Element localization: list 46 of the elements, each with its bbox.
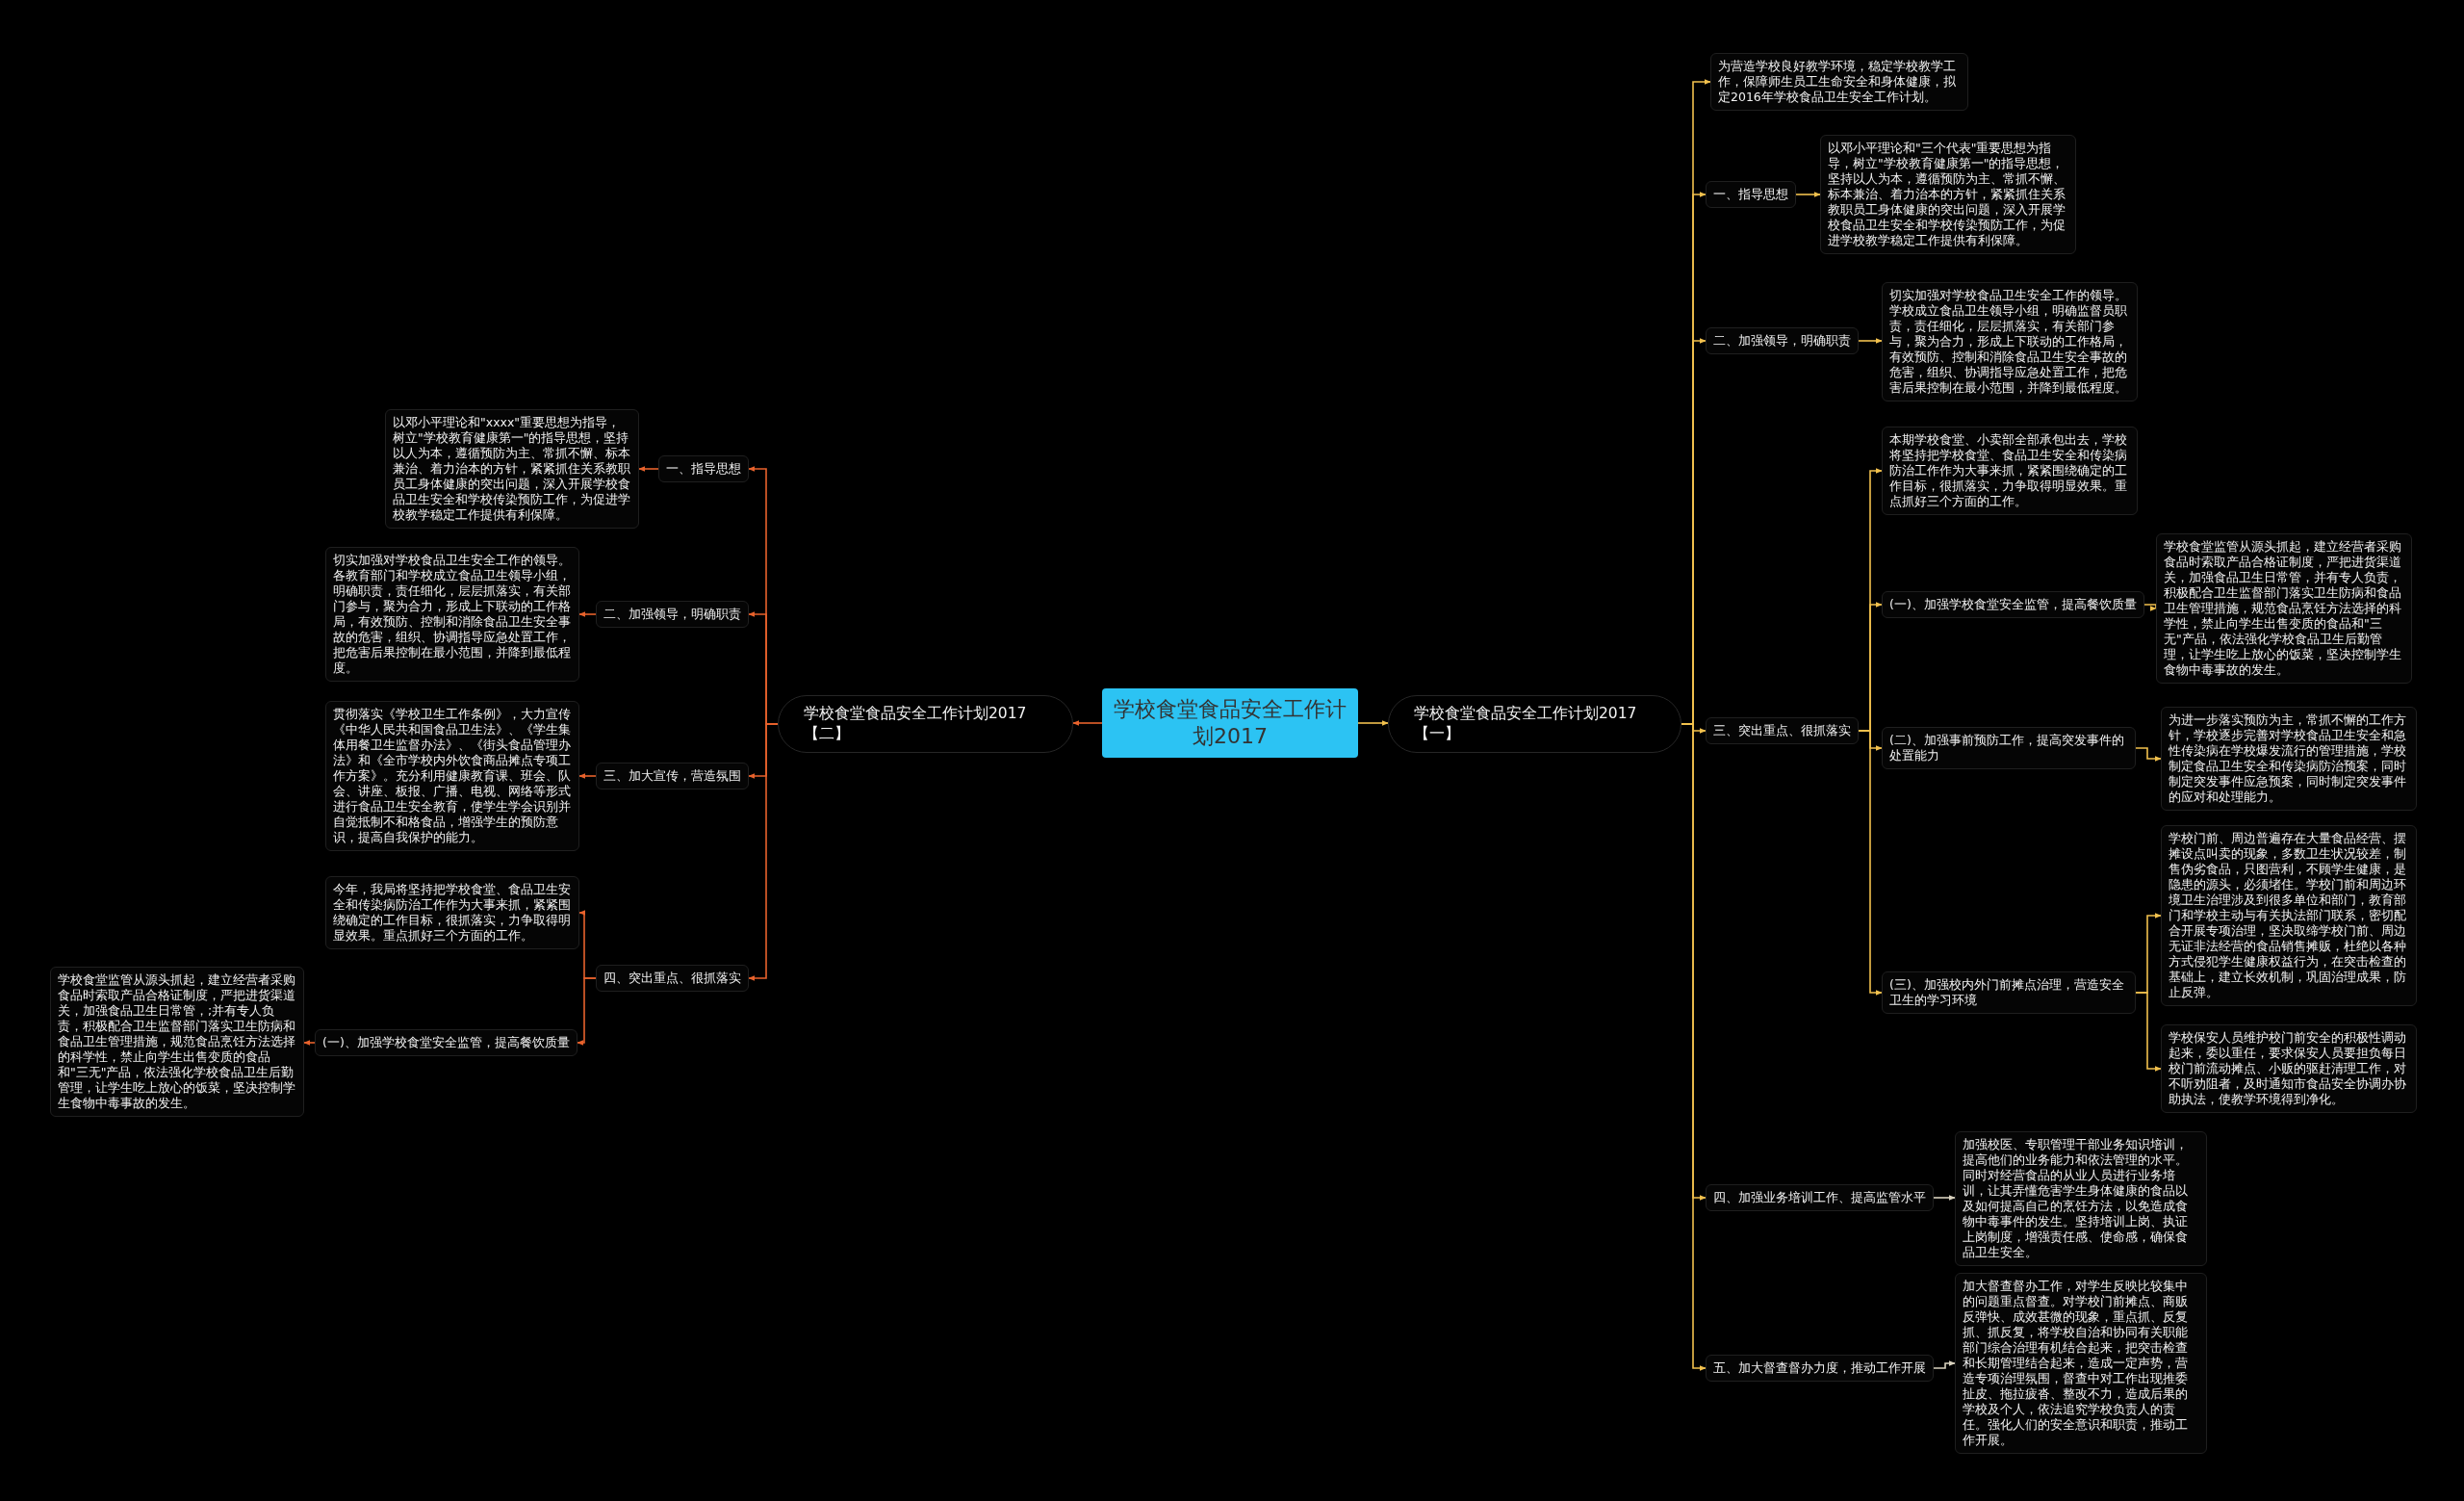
text-card: 为进一步落实预防为主，常抓不懈的工作方针，学校逐步完善对学校食品卫生安全和急性传染病在学校爆发流行的管理措施，学校制定食品卫生安全和传染病防治预案，同时制定突发事件应急预案，同时制定突发事件的应对和处理能力。 (2161, 707, 2417, 811)
text-card: 学校食堂监管从源头抓起，建立经营者采购食品时索取产品合格证制度，严把进货渠道关，加强食品卫生日常管，;并有专人负责，积极配合卫生监督部门落实卫生防病和食品卫生管理措施，规范食品烹饪方法选择的科学性，禁止向学生出售变质的食品和"三无"产品，依法强化学校食品卫生后勤管理，让学生吃上放心的饭菜，坚决控制学生食物中毒事故的发生。 (50, 967, 304, 1117)
text-card: 为营造学校良好教学环境，稳定学校教学工作，保障师生员工生命安全和身体健康，拟定2016年学校食品卫生安全工作计划。 (1710, 53, 1968, 111)
topic-label: (一)、加强学校食堂安全监管，提高餐饮质量 (1882, 591, 2144, 618)
text-card: 切实加强对学校食品卫生安全工作的领导。学校成立食品卫生领导小组，明确监督员职责，责任细化，层层抓落实，有关部门参与，聚为合力，形成上下联动的工作格局，有效预防、控制和消除食品卫生安全事故的危害，组织、协调指导应急处置工作，把危害后果控制在最小范围，并降到最低程度。 (1882, 282, 2138, 401)
text-card: 以邓小平理论和"xxxx"重要思想为指导，树立"学校教育健康第一"的指导思想，坚持以人为本，遵循预防为主、常抓不懈、标本兼治、着力治本的方针，紧紧抓住关系教职员工身体健康的突出问题，深入开展学校食品卫生安全和学校传染预防工作，为促进学校教学稳定工作提供有利保障。 (385, 409, 639, 529)
text-card: 本期学校食堂、小卖部全部承包出去，学校将坚持把学校食堂、食品卫生安全和传染病防治工作作为大事来抓，紧紧围绕确定的工作目标，很抓落实，力争取得明显效果。重点抓好三个方面的工作。 (1882, 427, 2138, 515)
topic-label: 三、加大宣传，营造氛围 (596, 763, 749, 789)
topic-label: 四、突出重点、很抓落实 (596, 965, 749, 992)
text-card: 以邓小平理论和"三个代表"重要思想为指导，树立"学校教育健康第一"的指导思想，坚持以人为本，遵循预防为主、常抓不懈、标本兼治、着力治本的方针，紧紧抓住关系教职员工身体健康的突出问题，深入开展学校食品卫生安全和学校传染预防工作，为促进学校教学稳定工作提供有利保障。 (1820, 135, 2076, 254)
connector-arrow (2135, 992, 2162, 1072)
connector-arrow (1933, 1360, 1956, 1369)
topic-label: 一、指导思想 (1706, 181, 1796, 208)
text-card: 加强校医、专职管理干部业务知识培训，提高他们的业务能力和依法管理的水平。同时对经营食品的从业人员进行业务培训，让其弄懂危害学生身体健康的食品以及如何提高自己的烹饪方法，以免造成食物中毒事件的发生。坚持培训上岗、执证上岗制度，增强责任感、使命感，确保食品卫生安全。 (1955, 1131, 2207, 1266)
text-card: 切实加强对学校食品卫生安全工作的领导。各教育部门和学校成立食品卫生领导小组，明确职责，责任细化，层层抓落实，有关部门参与，聚为合力，形成上下联动的工作格局，有效预防、控制和消除食品卫生安全事故的危害，组织、协调指导应急处置工作，把危害后果控制在最小范围，并降到最低程度。 (325, 547, 579, 682)
connector-arrow (1072, 720, 1103, 726)
connector-arrow (748, 723, 779, 981)
connector-arrow (1858, 338, 1883, 344)
text-card: 学校门前、周边普遍存在大量食品经营、摆摊设点叫卖的现象，多数卫生状况较差，制售伪劣食品，只图营利，不顾学生健康，是隐患的源头，必须堵住。学校门前和周边环境卫生治理涉及到很多单位和部门，教育部门和学校主动与有关执法部门联系，密切配合开展专项治理，坚决取缔学校门前、周边无证非法经营的食品销售摊贩，杜绝以各种方式侵犯学生健康权益行为，在突击检查的基础上，建立长效机制，巩固治理成果，防止反弹。 (2161, 825, 2417, 1006)
connector-arrow (577, 977, 597, 1046)
central-topic: 学校食堂食品安全工作计划2017 (1102, 688, 1358, 758)
connector-arrow (1795, 192, 1821, 197)
text-card: 学校食堂监管从源头抓起，建立经营者采购食品时索取产品合格证制度，严把进货渠道关，加强食品卫生日常管，并有专人负责，积极配合卫生监督部门落实卫生防病和食品卫生管理措施，规范食品烹饪方法选择的科学性，禁止向学生出售变质的食品和"三无"产品，依法强化学校食品卫生后勤管理，让学生吃上放心的饭菜，坚决控制学生食物中毒事故的发生。 (2156, 533, 2412, 684)
topic-label: (三)、加强校内外门前摊点治理，营造安全卫生的学习环境 (1882, 971, 2136, 1014)
connector-arrow (578, 773, 597, 779)
topic-label: (二)、加强事前预防工作，提高突发事件的处置能力 (1882, 727, 2136, 769)
topic-label: 三、突出重点、很抓落实 (1706, 717, 1859, 744)
connector-arrow (1933, 1195, 1956, 1201)
connector-arrow (1357, 720, 1389, 726)
connector-arrow (2135, 747, 2162, 762)
topic-label: 二、加强领导，明确职责 (596, 601, 749, 628)
text-card: 学校保安人员维护校门前安全的积极性调动起来，委以重任，要求保安人员要担负每日校门前流动摊点、小贩的驱赶清理工作，对不听劝阻者，及时通知市食品安全协调办协助执法，使教学环境得到净化。 (2161, 1024, 2417, 1113)
text-card: 今年，我局将坚持把学校食堂、食品卫生安全和传染病防治工作作为大事来抓，紧紧围绕确定的工作目标，很抓落实，力争取得明显效果。重点抓好三个方面的工作。 (325, 876, 579, 949)
branch-topic: 学校食堂食品安全工作计划2017【一】 (1388, 695, 1681, 753)
text-card: 贯彻落实《学校卫生工作条例》，大力宣传《中华人民共和国食品卫生法》、《学生集体用餐卫生监督办法》、《街头食品管理办法》和《全市学校内外饮食商品摊点专项工作方案》。充分利用健康教育课、班会、队会、讲座、板报、广播、电视、网络等形式进行食品卫生安全教育，使学生学会识别并自觉抵制不和格食品，增强学生的预防意识，提高自我保护的能力。 (325, 701, 579, 851)
topic-label: 一、指导思想 (658, 455, 749, 482)
topic-label: 五、加大督查督办力度，推动工作开展 (1706, 1355, 1934, 1382)
topic-label: 二、加强领导，明确职责 (1706, 327, 1859, 354)
topic-label: (一)、加强学校食堂安全监管，提高餐饮质量 (315, 1029, 578, 1056)
topic-label: 四、加强业务培训工作、提高监管水平 (1706, 1184, 1934, 1211)
connector-arrow (578, 611, 597, 617)
branch-topic: 学校食堂食品安全工作计划2017【二】 (778, 695, 1073, 753)
connector-arrow (638, 466, 659, 472)
text-card: 加大督查督办工作，对学生反映比较集中的问题重点督查。对学校门前摊点、商贩反弹快、成效甚微的现象，重点抓、反复抓、抓反复，将学校自治和协同有关职能部门综合治理有机结合起来，把突击检查和长期管理结合起来，造成一定声势，营造专项治理氛围，督查中对工作出现推委扯皮、拖拉疲沓、整改不力，造成后果的学校及个人，依法追究学校负责人的责任。强化人们的安全意识和职责，推动工作开展。 (1955, 1273, 2207, 1454)
connector-arrow (1858, 730, 1883, 996)
connector-arrow (303, 1040, 316, 1046)
